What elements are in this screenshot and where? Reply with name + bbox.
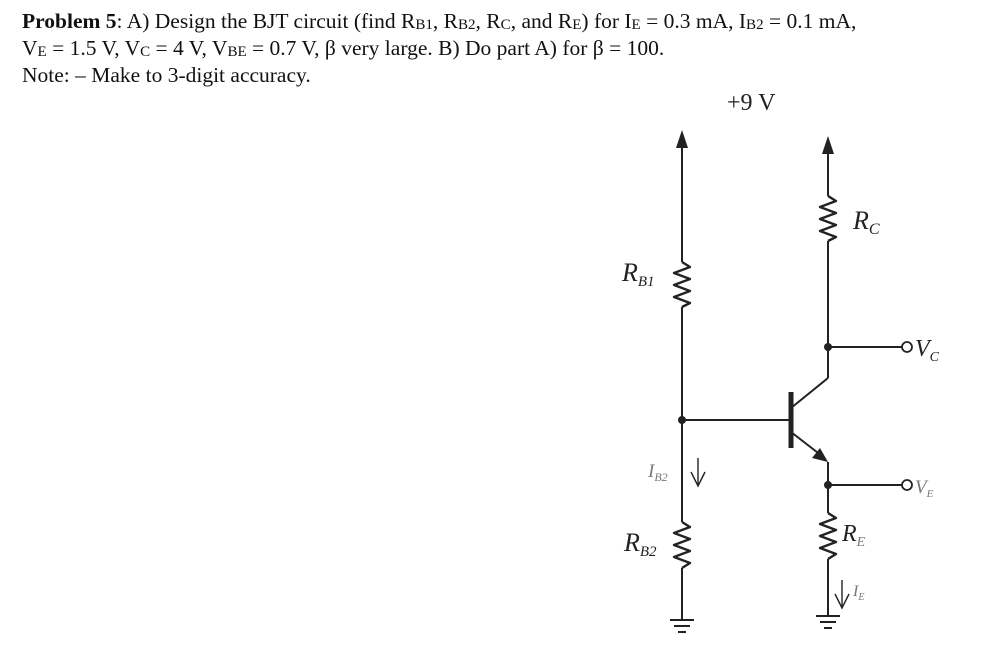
text-segment: = 0.3 mA, I xyxy=(640,9,747,33)
rb2-label: RB2 xyxy=(623,528,657,560)
text-segment: = 0.7 V, β very large. B) Do part A) for… xyxy=(246,36,665,60)
subscript: BE xyxy=(227,43,247,60)
ground-icon xyxy=(816,615,840,629)
text-segment: , R xyxy=(432,9,458,33)
subscript: E xyxy=(572,16,582,33)
subscript: C xyxy=(140,43,151,60)
text-segment: = 0.1 mA, xyxy=(763,9,857,33)
problem-statement: Problem 5: A) Design the BJT circuit (fi… xyxy=(22,8,962,89)
resistor-rb1 xyxy=(672,260,692,309)
vc-terminal-icon xyxy=(901,341,913,353)
re-label: RE xyxy=(841,521,866,550)
resistor-rb2 xyxy=(672,520,692,570)
subscript: E xyxy=(631,16,641,33)
supply-label: +9 V xyxy=(727,90,776,116)
ground-icon xyxy=(670,619,694,633)
text-segment: = 4 V, V xyxy=(150,36,228,60)
text-segment: = 1.5 V, V xyxy=(46,36,141,60)
collector-emitter-branch xyxy=(816,136,913,629)
resistor-re xyxy=(818,511,838,561)
subscript: B1 xyxy=(415,16,433,33)
problem-label: Problem 5 xyxy=(22,9,117,33)
supply-arrow-icon xyxy=(822,136,834,154)
text-segment: : A) Design the BJT circuit (find R xyxy=(116,9,416,33)
ib2-arrow-icon xyxy=(690,471,706,488)
problem-note: Note: – Make to 3-digit accuracy. xyxy=(22,63,311,87)
subscript: E xyxy=(37,43,47,60)
text-segment: , and R xyxy=(510,9,573,33)
text-segment: V xyxy=(22,36,38,60)
resistor-rc xyxy=(818,194,838,243)
ie-label: IE xyxy=(852,583,864,603)
problem-line-1: Problem 5: A) Design the BJT circuit (fi… xyxy=(22,8,962,35)
text-segment: , R xyxy=(475,9,501,33)
subscript: C xyxy=(500,16,511,33)
ve-label: VE xyxy=(915,477,934,500)
problem-line-2: VE = 1.5 V, VC = 4 V, VBE = 0.7 V, β ver… xyxy=(22,35,962,62)
ve-terminal-icon xyxy=(901,479,913,491)
text-segment: ) for I xyxy=(581,9,632,33)
npn-transistor-icon xyxy=(788,377,829,462)
rb1-label: RB1 xyxy=(621,258,655,290)
ie-arrow-icon xyxy=(834,593,850,610)
subscript: B2 xyxy=(457,16,476,33)
subscript: B2 xyxy=(746,16,764,33)
supply-arrow-icon xyxy=(676,130,688,148)
base-divider-branch xyxy=(670,130,706,633)
rc-label: RC xyxy=(852,206,880,238)
ib2-label: IB2 xyxy=(647,461,668,484)
vc-label: VC xyxy=(915,336,940,365)
